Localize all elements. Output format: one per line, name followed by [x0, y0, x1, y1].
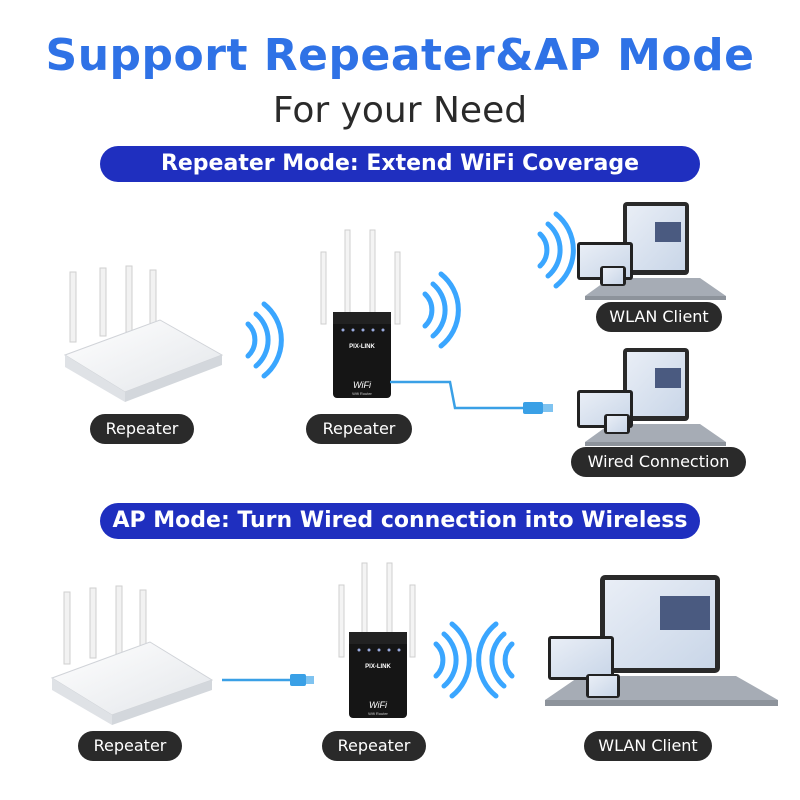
router-icon [63, 265, 224, 402]
phone-icon [604, 414, 630, 434]
repeater-mode-banner: Repeater Mode: Extend WiFi Coverage [100, 146, 700, 182]
label-wired-connection: Wired Connection [571, 447, 746, 477]
device-brand: PIX-LINK [365, 664, 391, 670]
ethernet-cable-icon [390, 380, 525, 410]
label-repeater-repeater-mode: Repeater [306, 414, 412, 444]
label-wlan-client-ap-mode: WLAN Client [584, 731, 712, 761]
repeater-icon [320, 229, 401, 398]
wifi-signal-icon [540, 214, 573, 286]
router-icon [50, 585, 214, 725]
wifi-signal-icon [425, 274, 458, 346]
device-brand: PIX-LINK [349, 344, 375, 350]
wifi-signal-icon [436, 624, 469, 696]
device-subtext: Wifi Router [352, 391, 372, 396]
wifi-logo: WiFi [353, 380, 372, 390]
repeater-icon [338, 562, 416, 718]
tablet-icon [548, 636, 614, 680]
phone-icon [586, 674, 620, 698]
ap-mode-banner: AP Mode: Turn Wired connection into Wire… [100, 503, 700, 539]
page-subtitle: For your Need [272, 90, 528, 131]
label-router-ap-mode: Repeater [78, 731, 182, 761]
page-title: Support Repeater&AP Mode [45, 30, 755, 81]
label-router-repeater-mode: Repeater [90, 414, 194, 444]
phone-icon [600, 266, 626, 286]
wifi-logo: WiFi [369, 700, 388, 710]
label-repeater-ap-mode: Repeater [322, 731, 426, 761]
ethernet-plug-icon [523, 402, 543, 414]
ethernet-plug-icon [290, 674, 306, 686]
label-wlan-client-repeater-mode: WLAN Client [596, 302, 722, 332]
device-subtext: Wifi Router [368, 711, 388, 716]
wifi-signal-icon [248, 304, 281, 376]
wifi-signal-icon [479, 624, 512, 696]
